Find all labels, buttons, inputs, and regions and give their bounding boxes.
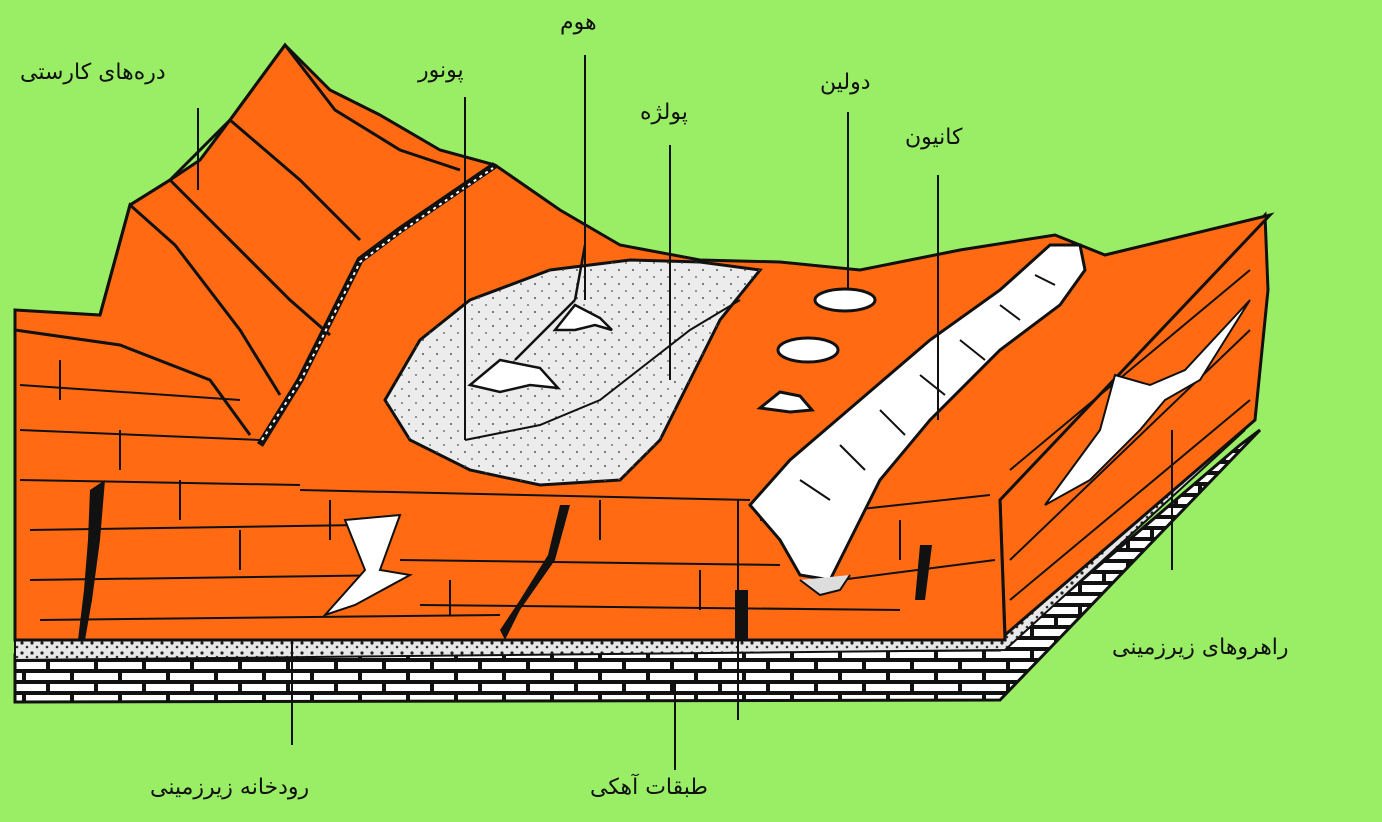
- label-underground-passages: راهروهای زیرزمینی: [1112, 635, 1289, 660]
- label-doline: دولین: [820, 70, 871, 95]
- label-underground-river: رودخانه زیرزمینی: [150, 775, 309, 800]
- label-ponor: پونور: [418, 58, 464, 83]
- label-polje: پولژه: [640, 100, 688, 125]
- label-hum: هوم: [560, 10, 597, 35]
- label-limestone-layers: طبقات آهکی: [590, 775, 708, 800]
- label-canyon: کانیون: [905, 125, 962, 150]
- label-karst-valleys: دره‌های کارستی: [20, 60, 166, 85]
